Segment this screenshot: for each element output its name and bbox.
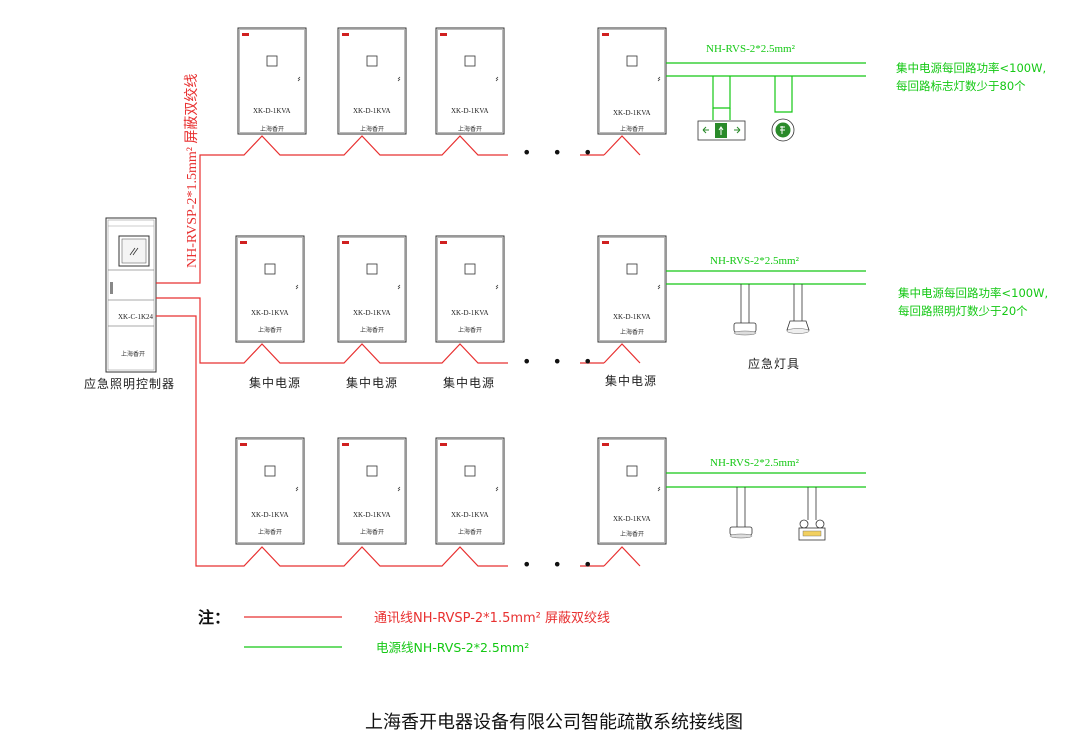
- ellipsis: • • •: [522, 352, 600, 371]
- device-brand: 上海香开: [620, 125, 644, 133]
- row-1-devices: XK-D-1KVA 上海香开 XK-D-1KVA 上海香开 XK-D-1KVA …: [237, 27, 667, 135]
- device-brand: 上海香开: [258, 528, 282, 536]
- device-model: XK-D-1KVA: [451, 107, 489, 115]
- power-cable-label: NH-RVS-2*2.5mm²: [710, 255, 800, 267]
- exit-sign-icon: [697, 120, 746, 141]
- controller-model: XK-C-1K24: [118, 313, 153, 321]
- device-model: XK-D-1KVA: [253, 107, 291, 115]
- controller-brand: 上海香开: [121, 350, 145, 358]
- emergency-lighting-controller: XK-C-1K24 上海香开: [105, 217, 157, 373]
- power-cabinet: XK-D-1KVA 上海香开: [597, 235, 667, 343]
- controller-label: 应急照明控制器: [84, 376, 175, 391]
- device-brand: 上海香开: [258, 326, 282, 334]
- device-brand: 上海香开: [620, 530, 644, 538]
- row-2-devices: XK-D-1KVA 上海香开 XK-D-1KVA 上海香开 XK-D-1KVA …: [235, 235, 667, 343]
- legend-note-label: 注：: [198, 608, 230, 627]
- device-model: XK-D-1KVA: [353, 309, 391, 317]
- device-model: XK-D-1KVA: [353, 511, 391, 519]
- device-brand: 上海香开: [458, 528, 482, 536]
- device-model: XK-D-1KVA: [251, 511, 289, 519]
- device-model: XK-D-1KVA: [613, 515, 651, 523]
- ceiling-spotlight-icon: [786, 284, 810, 334]
- power-cabinet: XK-D-1KVA 上海香开: [235, 235, 305, 343]
- row-1-note-line-2: 每回路标志灯数少于80个: [896, 79, 1026, 93]
- device-model: XK-D-1KVA: [613, 313, 651, 321]
- communication-lines: [156, 135, 641, 567]
- diagram-title: 上海香开电器设备有限公司智能疏散系统接线图: [365, 712, 743, 733]
- device-brand: 上海香开: [458, 326, 482, 334]
- ellipsis: • • •: [522, 143, 600, 162]
- fixture-caption: 应急灯具: [748, 356, 800, 371]
- device-model: XK-D-1KVA: [451, 309, 489, 317]
- power-cabinet: XK-D-1KVA 上海香开: [435, 235, 505, 343]
- power-cable-label: NH-RVS-2*2.5mm²: [706, 43, 796, 55]
- ellipsis: • • •: [522, 555, 600, 574]
- power-unit-label: 集中电源: [443, 375, 495, 390]
- legend-power-line: 电源线NH-RVS-2*2.5mm²: [376, 640, 529, 655]
- row-2-note-line-1: 集中电源每回路功率<100W,: [898, 286, 1048, 300]
- power-cable-label: NH-RVS-2*2.5mm²: [710, 457, 800, 469]
- power-cabinet: XK-D-1KVA 上海香开: [235, 437, 305, 545]
- power-cabinet: XK-D-1KVA 上海香开: [597, 27, 667, 135]
- power-unit-label: 集中电源: [605, 373, 657, 388]
- power-cabinet: XK-D-1KVA 上海香开: [237, 27, 307, 135]
- row-2-note-line-2: 每回路照明灯数少于20个: [898, 304, 1028, 318]
- device-brand: 上海香开: [360, 125, 384, 133]
- row-3-devices: XK-D-1KVA 上海香开 XK-D-1KVA 上海香开 XK-D-1KVA …: [235, 437, 667, 545]
- device-brand: 上海香开: [360, 528, 384, 536]
- power-cabinet: XK-D-1KVA 上海香开: [597, 437, 667, 545]
- device-brand: 上海香开: [458, 125, 482, 133]
- legend-comm-line: 通讯线NH-RVSP-2*1.5mm² 屏蔽双绞线: [374, 610, 610, 626]
- ceiling-downlight-icon: [729, 487, 753, 539]
- power-lines: [666, 62, 866, 488]
- power-unit-label: 集中电源: [249, 375, 301, 390]
- row-1-note-line-1: 集中电源每回路功率<100W,: [896, 61, 1046, 75]
- device-model: XK-D-1KVA: [613, 109, 651, 117]
- twin-head-emergency-light-icon: [798, 487, 826, 541]
- power-cabinet: XK-D-1KVA 上海香开: [435, 27, 505, 135]
- comm-cable-label: NH-RVSP-2*1.5mm² 屏蔽双绞线: [183, 74, 200, 268]
- power-cabinet: XK-D-1KVA 上海香开: [337, 27, 407, 135]
- legend: 注： 通讯线NH-RVSP-2*1.5mm² 屏蔽双绞线 电源线NH-RVS-2…: [198, 608, 610, 655]
- device-model: XK-D-1KVA: [251, 309, 289, 317]
- power-cabinet: XK-D-1KVA 上海香开: [337, 235, 407, 343]
- device-brand: 上海香开: [260, 125, 284, 133]
- emergency-indicator-lamp-icon: [771, 118, 795, 142]
- power-cabinet: XK-D-1KVA 上海香开: [337, 437, 407, 545]
- device-model: XK-D-1KVA: [353, 107, 391, 115]
- device-model: XK-D-1KVA: [451, 511, 489, 519]
- device-brand: 上海香开: [620, 328, 644, 336]
- device-brand: 上海香开: [360, 326, 384, 334]
- ceiling-downlight-icon: [733, 284, 757, 336]
- power-cabinet: XK-D-1KVA 上海香开: [435, 437, 505, 545]
- power-unit-label: 集中电源: [346, 375, 398, 390]
